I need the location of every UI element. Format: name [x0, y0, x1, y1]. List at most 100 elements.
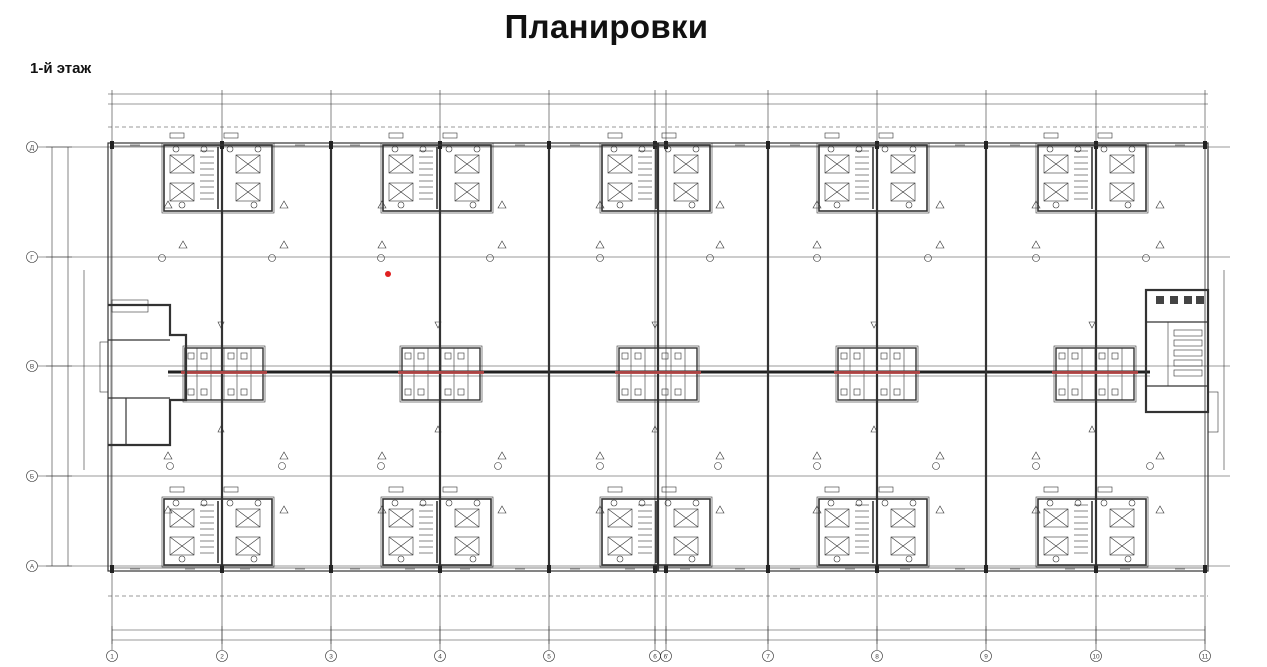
door-strip: [615, 371, 701, 374]
entry-marker: [651, 321, 659, 329]
wall-column: [329, 565, 333, 573]
label-box: [607, 132, 623, 139]
fixture-marker: [1052, 201, 1060, 209]
level-marker: [935, 451, 945, 460]
right-annex: [1144, 288, 1219, 433]
lift-shaft: [1109, 536, 1135, 556]
fixture-marker: [1052, 555, 1060, 563]
label-box: [878, 132, 894, 139]
unit-fixture: [674, 388, 682, 396]
lift-cross: [890, 536, 916, 556]
core-outline: [599, 496, 713, 568]
fixture-marker: [616, 555, 624, 563]
lift-shaft: [454, 154, 480, 174]
unit-fixture: [444, 388, 452, 396]
column-axis-label: 5: [547, 654, 551, 661]
stair-core: [1035, 132, 1149, 214]
fixture-marker: [688, 555, 696, 563]
lift-cross: [673, 154, 699, 174]
level-marker: [163, 505, 173, 514]
lift-shaft: [673, 182, 699, 202]
unit-fixture: [227, 352, 235, 360]
fixture-marker: [200, 499, 208, 507]
level-marker: [178, 240, 188, 249]
wall-column: [766, 141, 770, 149]
core-wall: [818, 144, 928, 212]
fixture-marker: [1100, 145, 1108, 153]
column-axis-bubble: [980, 650, 992, 662]
unit-fixture: [853, 388, 861, 396]
entry-marker: [434, 321, 442, 329]
row-axis-label: Б: [30, 474, 34, 481]
fixture-marker: [1124, 555, 1132, 563]
room-tag: [1142, 254, 1150, 262]
level-marker: [595, 505, 605, 514]
unit-fixture: [840, 352, 848, 360]
entry-marker: [870, 321, 878, 329]
fixture-marker: [833, 555, 841, 563]
core-wall: [163, 144, 273, 212]
level-marker: [279, 240, 289, 249]
level-marker: [715, 200, 725, 209]
stair-core: [1035, 486, 1149, 568]
lift-shaft: [235, 182, 261, 202]
label-box: [442, 486, 458, 493]
column-axis-label: 4: [438, 654, 442, 661]
unit-fixture: [674, 352, 682, 360]
unit-fixture: [1071, 352, 1079, 360]
column-axis-bubble: [325, 650, 337, 662]
fixture-marker: [1046, 499, 1054, 507]
unit-fixture: [621, 352, 629, 360]
wall-column: [984, 141, 988, 149]
lift-cross: [454, 182, 480, 202]
unit-fixture: [661, 352, 669, 360]
lift-cross: [388, 182, 414, 202]
level-marker: [1031, 200, 1041, 209]
entry-marker: [870, 425, 878, 433]
lift-shaft: [169, 536, 195, 556]
label-box: [661, 132, 677, 139]
lift-shaft: [388, 536, 414, 556]
room-tag: [1032, 254, 1040, 262]
lift-shaft: [1109, 508, 1135, 528]
stair-cores: [161, 132, 1149, 568]
lift-cross: [454, 536, 480, 556]
lift-cross: [890, 154, 916, 174]
entry-marker: [651, 425, 659, 433]
wall-column: [329, 141, 333, 149]
level-marker: [1155, 200, 1165, 209]
level-marker: [1155, 505, 1165, 514]
lift-cross: [388, 508, 414, 528]
row-axis-bubble: [26, 141, 38, 153]
label-box: [824, 132, 840, 139]
room-tag: [706, 254, 714, 262]
fixture-marker: [178, 555, 186, 563]
lift-cross: [890, 182, 916, 202]
annex-equipment: [1156, 296, 1164, 304]
label-box: [607, 486, 623, 493]
corridor-unit: [1052, 321, 1138, 433]
lift-cross: [1043, 154, 1069, 174]
lift-shaft: [673, 536, 699, 556]
unit-fixture: [840, 388, 848, 396]
lift-cross: [1109, 536, 1135, 556]
column-axis-label: 3: [329, 654, 333, 661]
column-axis-label: 6: [653, 654, 657, 661]
stair-core: [816, 486, 930, 568]
core-wall: [601, 144, 711, 212]
annex-fixture: [1173, 369, 1203, 377]
label-box: [169, 132, 185, 139]
entry-marker: [217, 425, 225, 433]
lift-cross: [607, 182, 633, 202]
lift-shaft: [169, 182, 195, 202]
fixture-marker: [881, 499, 889, 507]
level-marker: [163, 451, 173, 460]
fixture-marker: [827, 499, 835, 507]
row-axis-label: Д: [30, 145, 35, 152]
lift-shaft: [1109, 154, 1135, 174]
core-wall: [382, 144, 492, 212]
fixture-marker: [200, 145, 208, 153]
lift-cross: [1043, 182, 1069, 202]
unit-fixture: [200, 388, 208, 396]
